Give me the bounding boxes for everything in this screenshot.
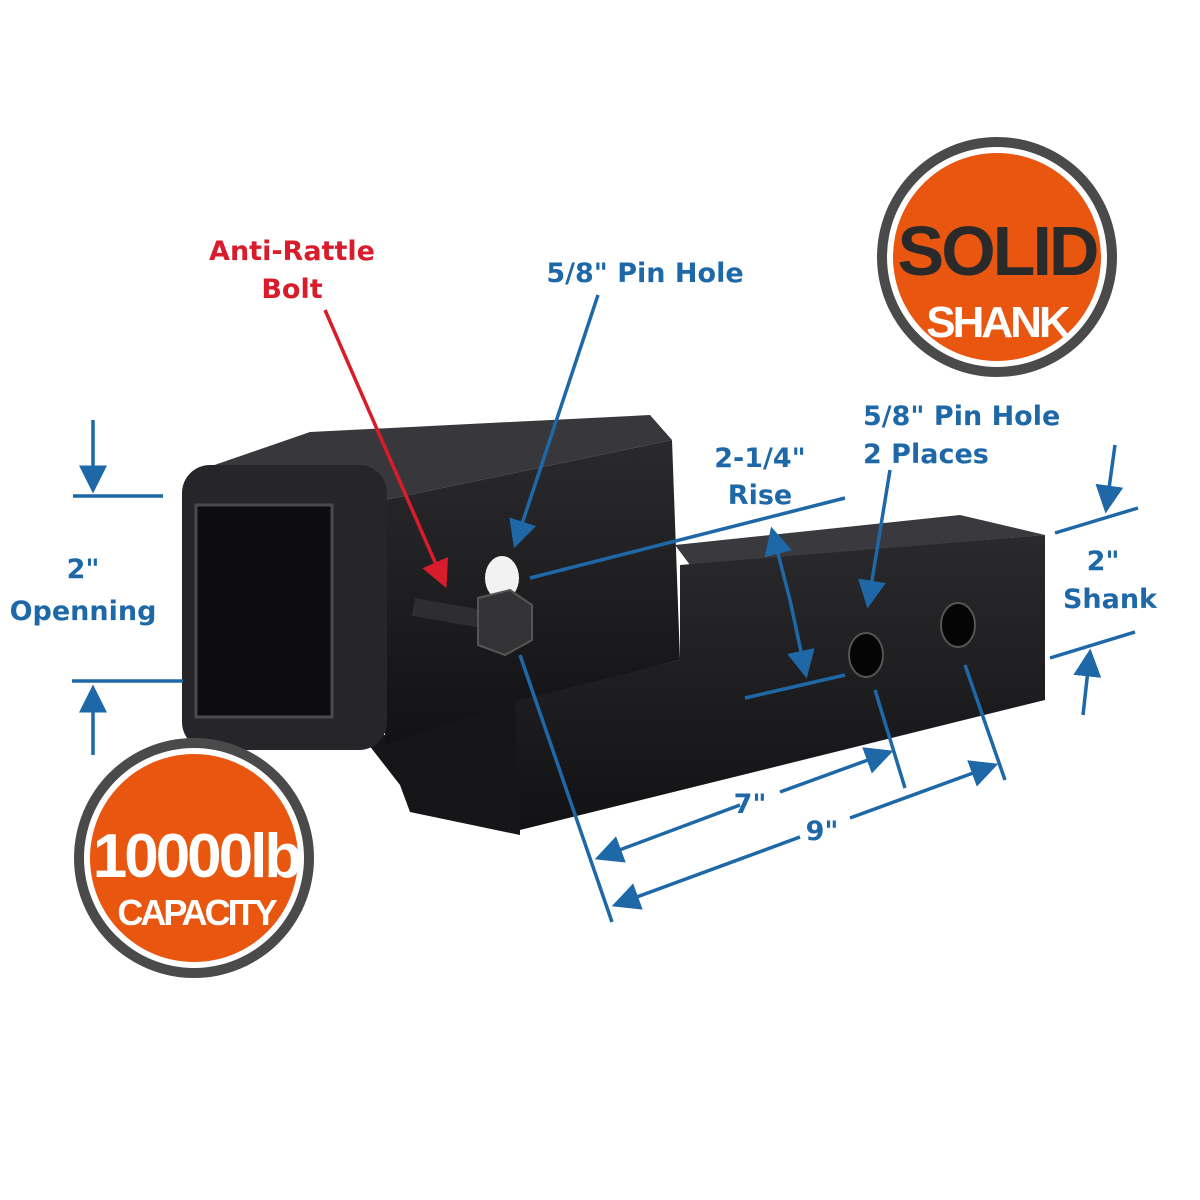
shank-arrow-up bbox=[1073, 648, 1102, 716]
shank-side-face bbox=[515, 535, 1045, 830]
anti-rattle-label-1: Anti-Rattle bbox=[209, 236, 375, 267]
length-9-arrow bbox=[611, 835, 801, 910]
pin-hole-shank-label-1: 5/8" Pin Hole bbox=[863, 401, 1060, 432]
rise-label-1: 2-1/4" bbox=[714, 443, 806, 474]
rise-arrow bbox=[764, 526, 792, 601]
shank-pin-hole-2 bbox=[940, 602, 976, 648]
opening-label-2: Openning bbox=[10, 596, 157, 627]
pin-hole-shank-leader bbox=[858, 469, 892, 609]
shank-badge-text: SHANK bbox=[926, 298, 1071, 347]
receiver-side-face bbox=[385, 440, 680, 745]
shank-label-2: Shank bbox=[1063, 584, 1158, 615]
shank-pin-hole-1 bbox=[848, 632, 884, 678]
receiver-opening bbox=[194, 503, 334, 719]
dimension-lines bbox=[72, 294, 1139, 923]
capacity-value-text: 10000lb bbox=[93, 822, 301, 891]
length-7-label: 7" bbox=[734, 789, 767, 820]
pin-hole-shank-label-2: 2 Places bbox=[863, 439, 989, 470]
pin-hole-top-label: 5/8" Pin Hole bbox=[546, 258, 743, 289]
anti-rattle-leader bbox=[323, 309, 449, 589]
anti-rattle-bolt-thread bbox=[411, 598, 484, 628]
capacity-label-text: CAPACITY bbox=[117, 892, 277, 933]
receiver-pin-hole bbox=[485, 556, 519, 600]
solid-shank-badge: SOLID SHANK bbox=[877, 137, 1117, 377]
length-9-label: 9" bbox=[806, 816, 839, 847]
capacity-badge: 10000lb CAPACITY bbox=[74, 738, 314, 978]
length-7-arrow bbox=[594, 803, 741, 863]
anti-rattle-bolt-head bbox=[477, 588, 533, 657]
rise-label-2: Rise bbox=[728, 480, 792, 511]
anti-rattle-label-2: Bolt bbox=[261, 274, 322, 305]
shank-label-1: 2" bbox=[1087, 546, 1120, 577]
opening-label-1: 2" bbox=[67, 554, 100, 585]
shank-arrow-down bbox=[1095, 444, 1124, 514]
solid-badge-text: SOLID bbox=[898, 212, 1097, 290]
pin-hole-top-leader bbox=[509, 294, 600, 549]
receiver-hitch bbox=[182, 415, 1045, 835]
